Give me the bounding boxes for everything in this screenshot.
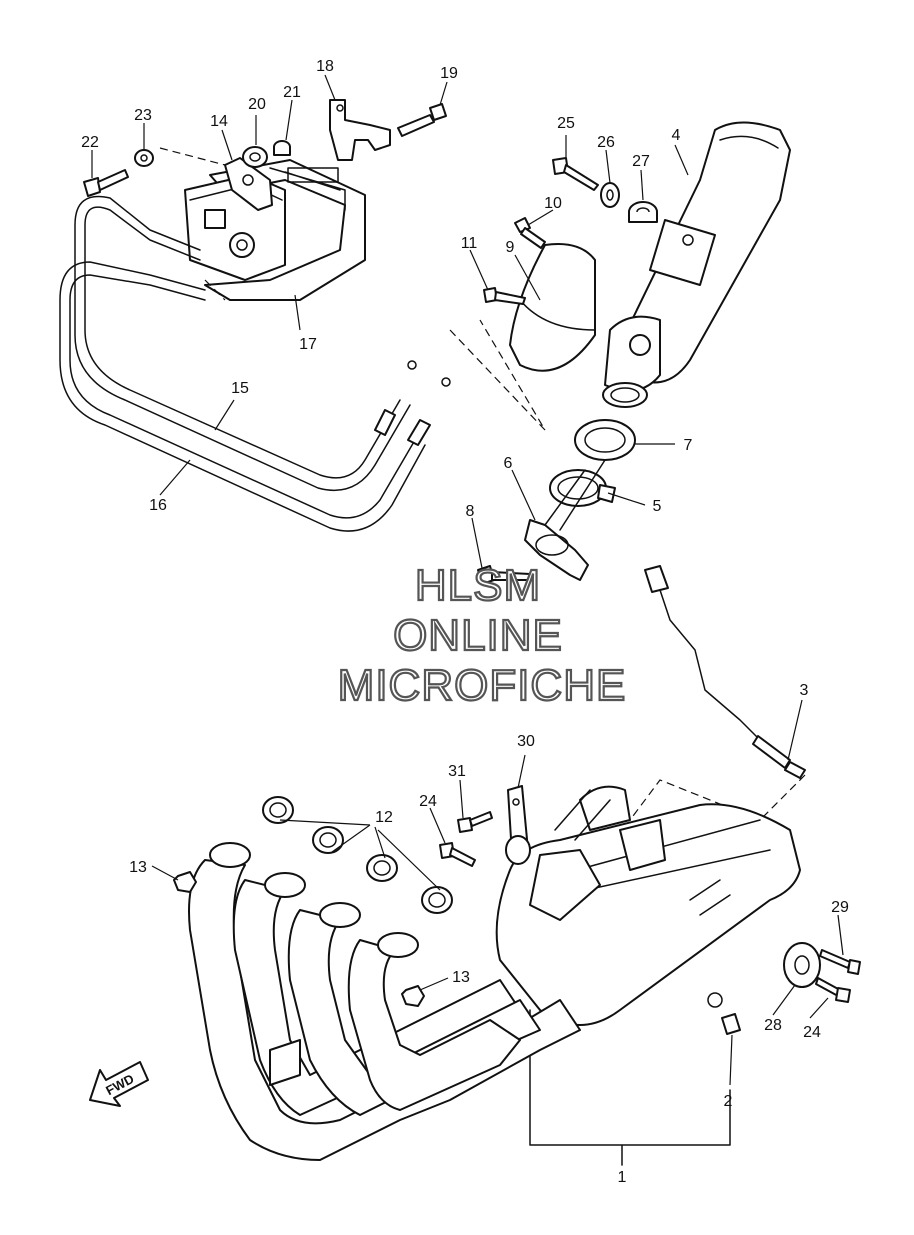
bolt-11 bbox=[483, 287, 526, 305]
callout-21: 21 bbox=[283, 84, 301, 101]
bolt-31 bbox=[457, 811, 493, 833]
callout-12: 12 bbox=[375, 809, 393, 826]
cable-16 bbox=[59, 261, 426, 532]
callout-24-right: 24 bbox=[803, 1024, 821, 1041]
servo-motor-assembly bbox=[184, 157, 366, 301]
callout-16: 16 bbox=[149, 497, 167, 514]
bolt-24-left bbox=[439, 842, 476, 867]
damper-26 bbox=[600, 182, 620, 208]
callout-8: 8 bbox=[466, 503, 475, 520]
bolt-25 bbox=[552, 157, 599, 191]
callout-2: 2 bbox=[724, 1093, 733, 1110]
gasket-7 bbox=[574, 419, 636, 461]
callout-20: 20 bbox=[248, 96, 266, 113]
callout-3: 3 bbox=[800, 682, 809, 699]
bolt-10 bbox=[514, 217, 546, 249]
collar-27 bbox=[628, 201, 658, 223]
joint-pipe-9 bbox=[509, 243, 661, 408]
silencer-4 bbox=[614, 121, 791, 384]
washer-23 bbox=[134, 149, 154, 167]
bolt-19 bbox=[397, 103, 447, 137]
gaskets-12 bbox=[262, 796, 453, 914]
callout-6: 6 bbox=[504, 455, 513, 472]
callout-15: 15 bbox=[231, 380, 249, 397]
watermark-line-1: HLSM bbox=[415, 561, 541, 610]
callout-11: 11 bbox=[461, 235, 478, 252]
dash-leader-sensor bbox=[629, 774, 806, 821]
callout-18: 18 bbox=[316, 58, 334, 75]
callout-13-right: 13 bbox=[452, 969, 470, 986]
callout-7: 7 bbox=[684, 437, 693, 454]
bracket-30 bbox=[505, 785, 531, 865]
callout-19: 19 bbox=[440, 65, 458, 82]
muffler-body-1 bbox=[495, 785, 801, 1166]
callout-25: 25 bbox=[557, 115, 575, 132]
clamp-5 bbox=[549, 469, 616, 507]
bolt-24-right bbox=[815, 977, 851, 1003]
bolt-22 bbox=[83, 169, 129, 197]
o2-sensor-3 bbox=[644, 565, 806, 779]
collar-21 bbox=[273, 140, 291, 156]
callout-26: 26 bbox=[597, 134, 615, 151]
callout-23: 23 bbox=[134, 107, 152, 124]
callout-10: 10 bbox=[544, 195, 562, 212]
damper-28 bbox=[783, 942, 821, 988]
callout-9: 9 bbox=[506, 239, 515, 256]
callout-1: 1 bbox=[618, 1169, 627, 1186]
callout-31: 31 bbox=[448, 763, 466, 780]
callout-14: 14 bbox=[210, 113, 228, 130]
exhaust-header-pipes bbox=[188, 842, 581, 1161]
watermark: HLSM ONLINE MICROFICHE bbox=[337, 560, 627, 711]
callout-4: 4 bbox=[672, 127, 681, 144]
dash-leader-servo bbox=[159, 147, 546, 431]
callout-5: 5 bbox=[653, 498, 662, 515]
bolt-29 bbox=[819, 949, 861, 975]
watermark-line-2: ONLINE bbox=[393, 611, 563, 660]
callout-22: 22 bbox=[81, 134, 99, 151]
callout-leaders bbox=[91, 74, 844, 1086]
callout-labels: 1 2 3 4 5 6 7 8 9 10 11 12 13 13 14 15 1… bbox=[81, 58, 849, 1186]
cable-15 bbox=[74, 195, 451, 492]
callout-30: 30 bbox=[517, 733, 535, 750]
forward-direction-badge: FWD bbox=[89, 1061, 149, 1107]
clamp-6 bbox=[524, 519, 589, 581]
watermark-line-3: MICROFICHE bbox=[338, 661, 627, 710]
bracket-18 bbox=[329, 99, 391, 161]
callout-27: 27 bbox=[632, 153, 650, 170]
collar-20 bbox=[242, 146, 268, 168]
pipe-leader-5-6 bbox=[544, 459, 606, 531]
callout-29: 29 bbox=[831, 899, 849, 916]
callout-17: 17 bbox=[299, 336, 317, 353]
nut-13-left bbox=[173, 871, 197, 893]
callout-13-left: 13 bbox=[129, 859, 147, 876]
callout-24-left: 24 bbox=[419, 793, 437, 810]
nut-13-right bbox=[401, 985, 425, 1007]
bolt-8 bbox=[477, 565, 531, 585]
callout-28: 28 bbox=[764, 1017, 782, 1034]
